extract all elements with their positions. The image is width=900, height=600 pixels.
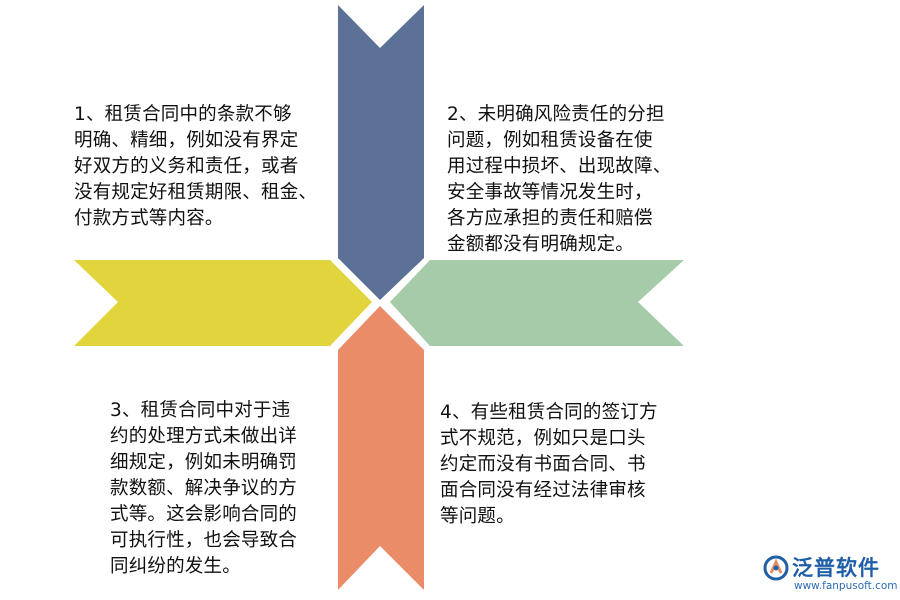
point-3-text: 3、租赁合同中对于违 约的处理方式未做出详 细规定，例如未明确罚 款数额、解决争…: [110, 400, 298, 577]
left-arrow: [74, 260, 372, 346]
point-1-text: 1、租赁合同中的条款不够 明确、精细，例如没有界定 好双方的义务和责任，或者 没…: [74, 104, 318, 229]
bottom-arrow: [338, 306, 424, 590]
fanpu-logo-icon: [763, 555, 789, 581]
right-arrow: [390, 260, 684, 346]
point-2-text: 2、未明确风险责任的分担 问题，例如租赁设备在使 用过程中损坏、出现故障、 安全…: [447, 104, 672, 255]
brand-url: www.fanpusoft.com: [794, 580, 898, 592]
point-4-text: 4、有些租赁合同的签订方 式不规范，例如只是口头 约定而没有书面合同、书 面合同…: [440, 402, 658, 527]
brand-logo: 泛普软件 www.fanpusoft.com: [762, 552, 898, 598]
top-arrow: [338, 5, 424, 300]
brand-name: 泛普软件: [792, 556, 880, 580]
